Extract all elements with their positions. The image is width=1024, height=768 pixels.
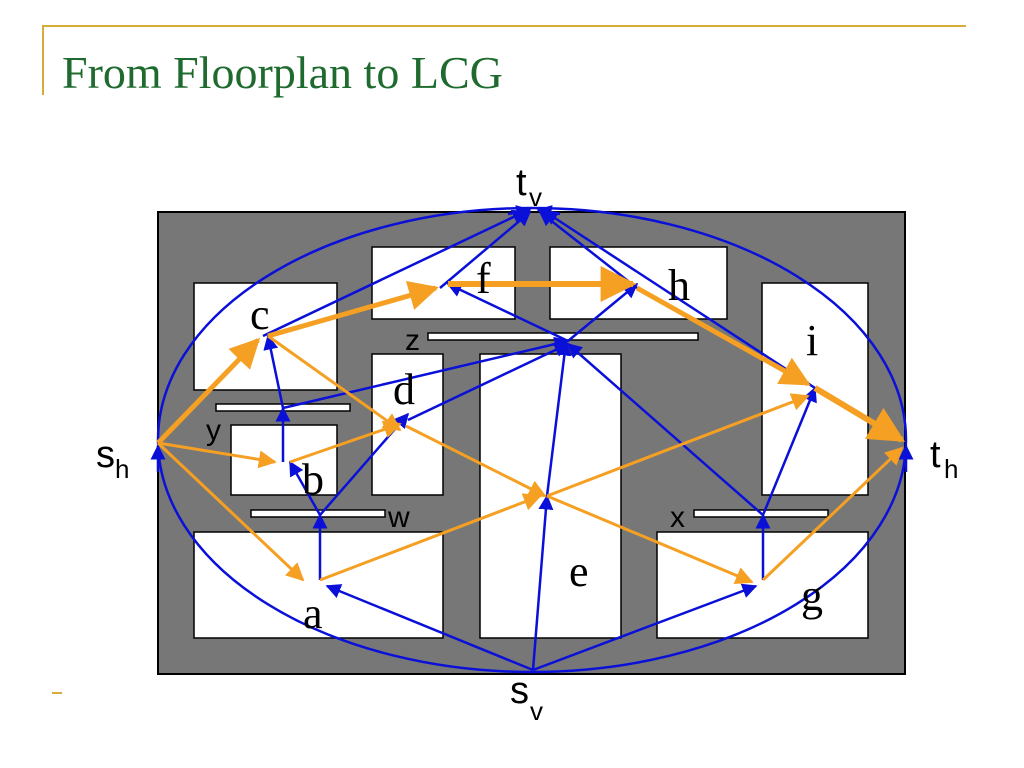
channel-label-z: z — [405, 324, 420, 357]
channel-label-w: w — [387, 501, 410, 534]
orange-edge — [156, 441, 305, 582]
blue-edge — [325, 584, 534, 672]
title-rule-vertical — [42, 25, 44, 95]
svg-text:v: v — [529, 182, 542, 212]
orange-edge — [267, 334, 402, 432]
svg-text:s: s — [96, 434, 115, 476]
orange-edge — [761, 446, 904, 582]
module-label-h: h — [668, 261, 690, 310]
svg-text:t: t — [930, 434, 941, 476]
blue-edge — [531, 494, 554, 671]
svg-text:h: h — [115, 454, 129, 484]
blue-edge — [282, 336, 570, 410]
slide-title: From Floorplan to LCG — [62, 47, 503, 98]
orange-edge — [546, 393, 810, 498]
module-label-i: i — [806, 316, 818, 365]
module-labels: a b c d e f g h i — [250, 254, 823, 638]
blue-edge — [566, 343, 764, 516]
channel-label-x: x — [670, 501, 685, 534]
orange-edge — [157, 441, 277, 469]
blue-edge — [545, 340, 572, 497]
orange-edge — [405, 424, 547, 498]
terminal-label-t-v: t v — [516, 162, 542, 212]
module-label-c: c — [250, 290, 270, 339]
title-rule-horizontal — [42, 25, 966, 27]
orange-edge — [813, 385, 906, 443]
svg-text:t: t — [516, 162, 527, 204]
orange-edge — [546, 494, 754, 585]
orange-edge — [635, 285, 811, 387]
module-label-g: g — [801, 571, 823, 620]
blue-edge — [263, 334, 285, 409]
blue-edge — [439, 211, 532, 289]
bullet-marker — [52, 692, 62, 694]
terminal-label-t-h: t h — [930, 434, 958, 484]
orange-edge — [156, 337, 261, 445]
module-label-f: f — [476, 254, 491, 303]
orange-edge — [267, 280, 439, 339]
svg-text:s: s — [510, 670, 529, 712]
blue-edge — [262, 209, 528, 338]
svg-text:v: v — [530, 696, 543, 726]
blue-edge — [542, 209, 816, 390]
blue-edge — [532, 583, 758, 672]
blue-edge — [446, 282, 569, 343]
module-label-e: e — [569, 547, 589, 596]
module-label-a: a — [303, 589, 323, 638]
blue-edge — [407, 342, 570, 422]
module-label-d: d — [393, 365, 415, 414]
orange-edge — [319, 493, 542, 582]
blue-edge — [288, 460, 322, 516]
channel-labels: w x y z — [206, 324, 685, 534]
terminal-label-s-v: s v — [510, 670, 543, 726]
blue-edge — [507, 205, 532, 220]
blue-edge — [536, 205, 561, 220]
terminal-arrows — [150, 205, 914, 472]
terminal-label-s-h: s h — [96, 434, 129, 484]
svg-text:h: h — [944, 454, 958, 484]
module-label-b: b — [302, 455, 324, 504]
channel-label-y: y — [206, 414, 221, 447]
module-a — [193, 531, 444, 639]
orange-edges — [156, 266, 906, 585]
